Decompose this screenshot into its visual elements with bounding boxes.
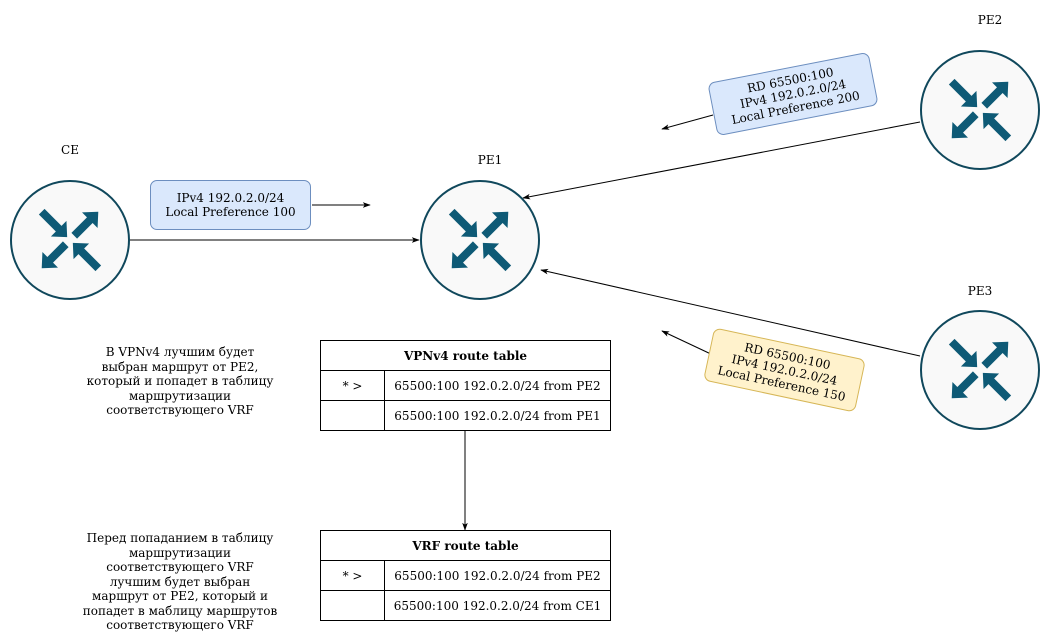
vrf-table-title: VRF route table bbox=[320, 530, 611, 561]
route-entry: 65500:100 192.0.2.0/24 from PE2 bbox=[384, 370, 611, 401]
pe3-label: PE3 bbox=[967, 284, 993, 298]
route-entry: 65500:100 192.0.2.0/24 from PE2 bbox=[384, 560, 611, 591]
ce-route-line-2: Local Preference 100 bbox=[165, 205, 296, 219]
table-row: * > 65500:100 192.0.2.0/24 from PE2 bbox=[320, 560, 611, 591]
table-row: 65500:100 192.0.2.0/24 from CE1 bbox=[320, 590, 611, 621]
router-pe2-icon bbox=[920, 50, 1040, 170]
arrow-pe2-bubble bbox=[661, 114, 714, 130]
vpnv4-route-table: VPNv4 route table * > 65500:100 192.0.2.… bbox=[320, 340, 611, 431]
pe2-label: PE2 bbox=[977, 13, 1003, 27]
arrow-pe3-bubble bbox=[661, 330, 714, 356]
router-ce-icon bbox=[10, 180, 130, 300]
table-row: * > 65500:100 192.0.2.0/24 from PE2 bbox=[320, 370, 611, 401]
ce-route-bubble: IPv4 192.0.2.0/24 Local Preference 100 bbox=[150, 180, 311, 230]
table-row: 65500:100 192.0.2.0/24 from PE1 bbox=[320, 400, 611, 431]
vpnv4-note: В VPNv4 лучшим будет выбран маршрут от P… bbox=[86, 345, 274, 417]
pe1-label: PE1 bbox=[477, 153, 503, 167]
best-flag bbox=[320, 590, 385, 621]
vpnv4-table-title: VPNv4 route table bbox=[320, 340, 611, 371]
ce-route-line-1: IPv4 192.0.2.0/24 bbox=[176, 191, 285, 205]
best-flag: * > bbox=[320, 370, 385, 401]
link-pe2-pe1 bbox=[522, 121, 921, 200]
route-entry: 65500:100 192.0.2.0/24 from PE1 bbox=[384, 400, 611, 431]
link-pe3-pe1 bbox=[540, 268, 921, 357]
best-flag: * > bbox=[320, 560, 385, 591]
route-entry: 65500:100 192.0.2.0/24 from CE1 bbox=[384, 590, 611, 621]
best-flag bbox=[320, 400, 385, 431]
vrf-route-table: VRF route table * > 65500:100 192.0.2.0/… bbox=[320, 530, 611, 621]
vrf-note: Перед попаданием в таблицу маршрутизации… bbox=[82, 531, 278, 632]
router-pe1-icon bbox=[420, 180, 540, 300]
ce-label: CE bbox=[61, 143, 79, 157]
router-pe3-icon bbox=[920, 310, 1040, 430]
